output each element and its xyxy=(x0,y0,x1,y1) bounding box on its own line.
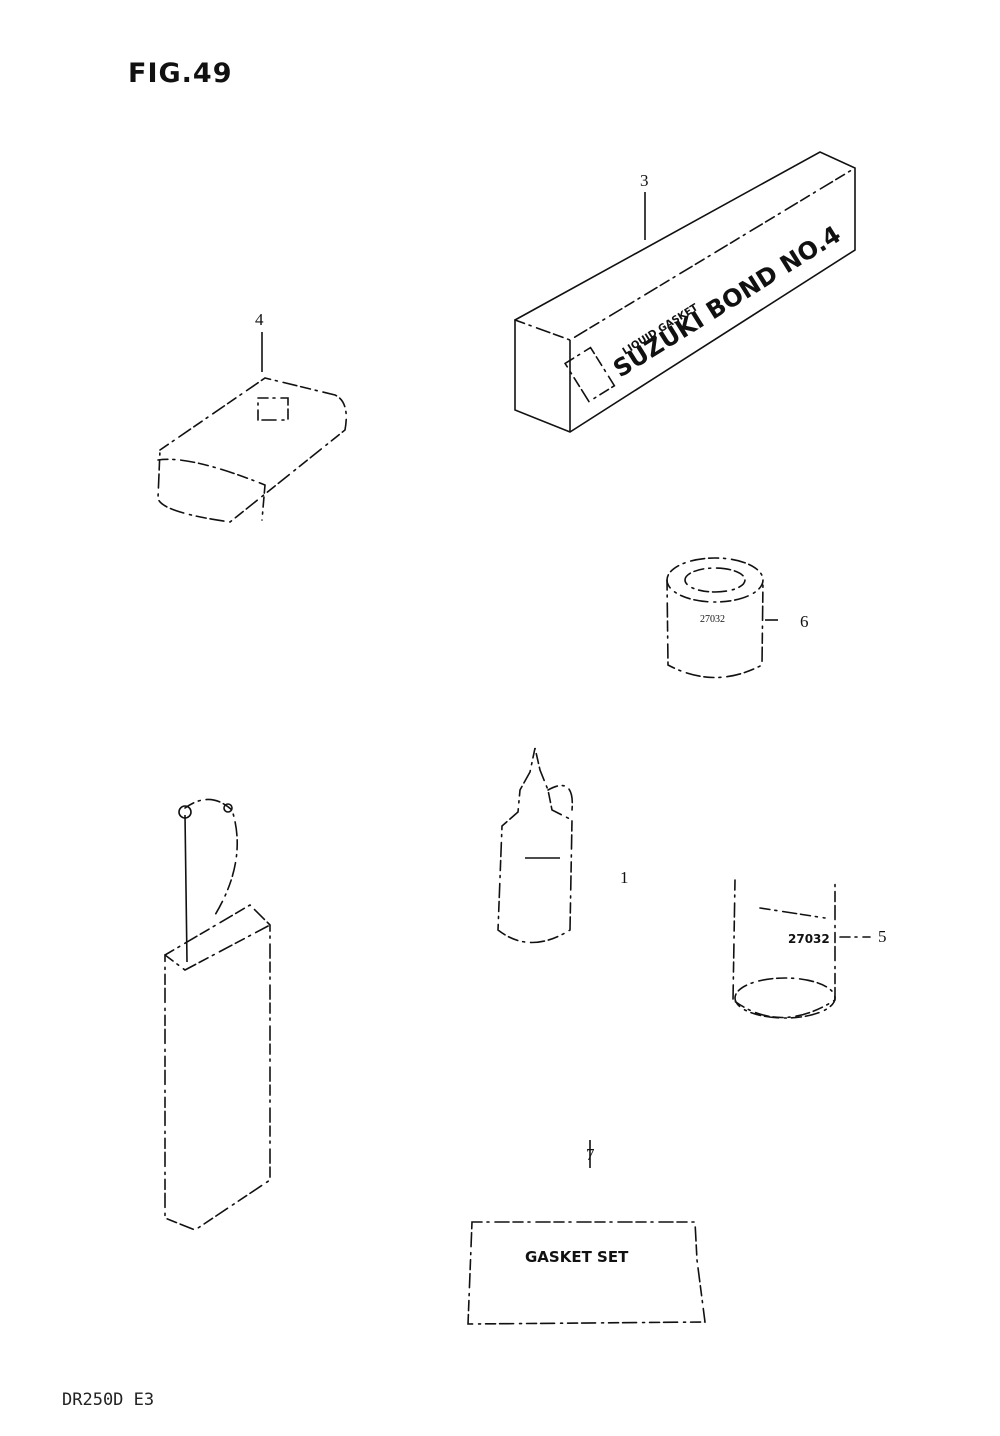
part-5-can: 27032 xyxy=(732,879,871,1019)
part-7-gasket-set: GASKET SET xyxy=(467,1140,706,1325)
part-1-bottle xyxy=(497,747,574,944)
callout-7: 7 xyxy=(586,1145,595,1164)
callout-6: 6 xyxy=(800,612,809,631)
callout-5: 5 xyxy=(878,927,887,946)
can-label: 27032 xyxy=(788,932,830,946)
figure-title: FIG.49 xyxy=(128,58,233,89)
callout-4: 4 xyxy=(255,310,264,329)
part-3-bond-box: LIQUID GASKET SUZUKI BOND NO.4 xyxy=(514,151,856,433)
model-code: DR250D E3 xyxy=(62,1390,155,1410)
callout-3: 3 xyxy=(640,171,649,190)
can-6-label: 27032 xyxy=(700,614,725,625)
part-4-package xyxy=(157,332,348,523)
part-2-can-with-brush xyxy=(164,798,271,1231)
callout-1: 1 xyxy=(620,868,629,887)
part-6-can: 27032 xyxy=(666,557,778,679)
gasket-set-label: GASKET SET xyxy=(525,1248,629,1266)
